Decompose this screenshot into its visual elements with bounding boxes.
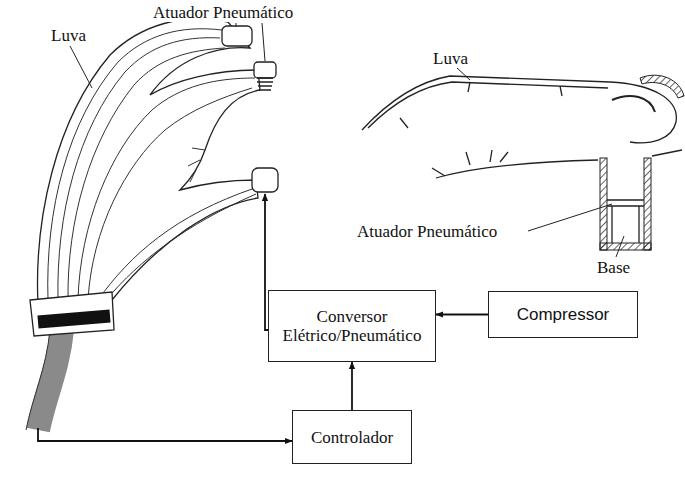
fingertip-nail <box>640 75 684 98</box>
finger-section <box>362 76 682 178</box>
signal-arrow <box>436 314 488 316</box>
box-text: Controlador <box>311 428 393 447</box>
part-label: Luva <box>432 49 469 68</box>
box-text: Compressor <box>517 305 610 324</box>
actuator-middle <box>254 62 276 78</box>
leader-line <box>528 204 612 231</box>
glove-cuff <box>30 292 114 336</box>
leader-line <box>616 236 624 257</box>
leader-line <box>457 68 470 80</box>
base-bottom <box>600 243 651 250</box>
actuator-thread <box>257 78 273 90</box>
part-label: Atuador Pneumático <box>152 3 294 22</box>
actuator-index <box>222 26 252 46</box>
part-label: Luva <box>50 26 87 45</box>
base-wall <box>644 158 651 250</box>
glove-strands <box>48 29 256 300</box>
controller-box: Controlador <box>292 410 412 464</box>
leader-line <box>236 23 237 27</box>
glove-cable <box>38 330 62 430</box>
section-actuator <box>607 200 644 243</box>
box-text: Conversor Elétrico/Pneumático <box>277 307 427 345</box>
converter-box: Conversor Elétrico/Pneumático <box>268 290 436 362</box>
signal-arrow <box>351 362 353 410</box>
leader-line <box>262 23 265 61</box>
base-wall <box>600 158 607 250</box>
glove-outline <box>38 19 260 305</box>
compressor-box: Compressor <box>488 291 638 338</box>
cuff-band <box>38 316 110 322</box>
leader-line <box>70 46 92 88</box>
sensor-signal-line <box>38 428 292 441</box>
part-label: Base <box>596 258 631 277</box>
actuator-thumb <box>252 168 278 192</box>
part-label: Atuador Pneumático <box>356 222 498 241</box>
